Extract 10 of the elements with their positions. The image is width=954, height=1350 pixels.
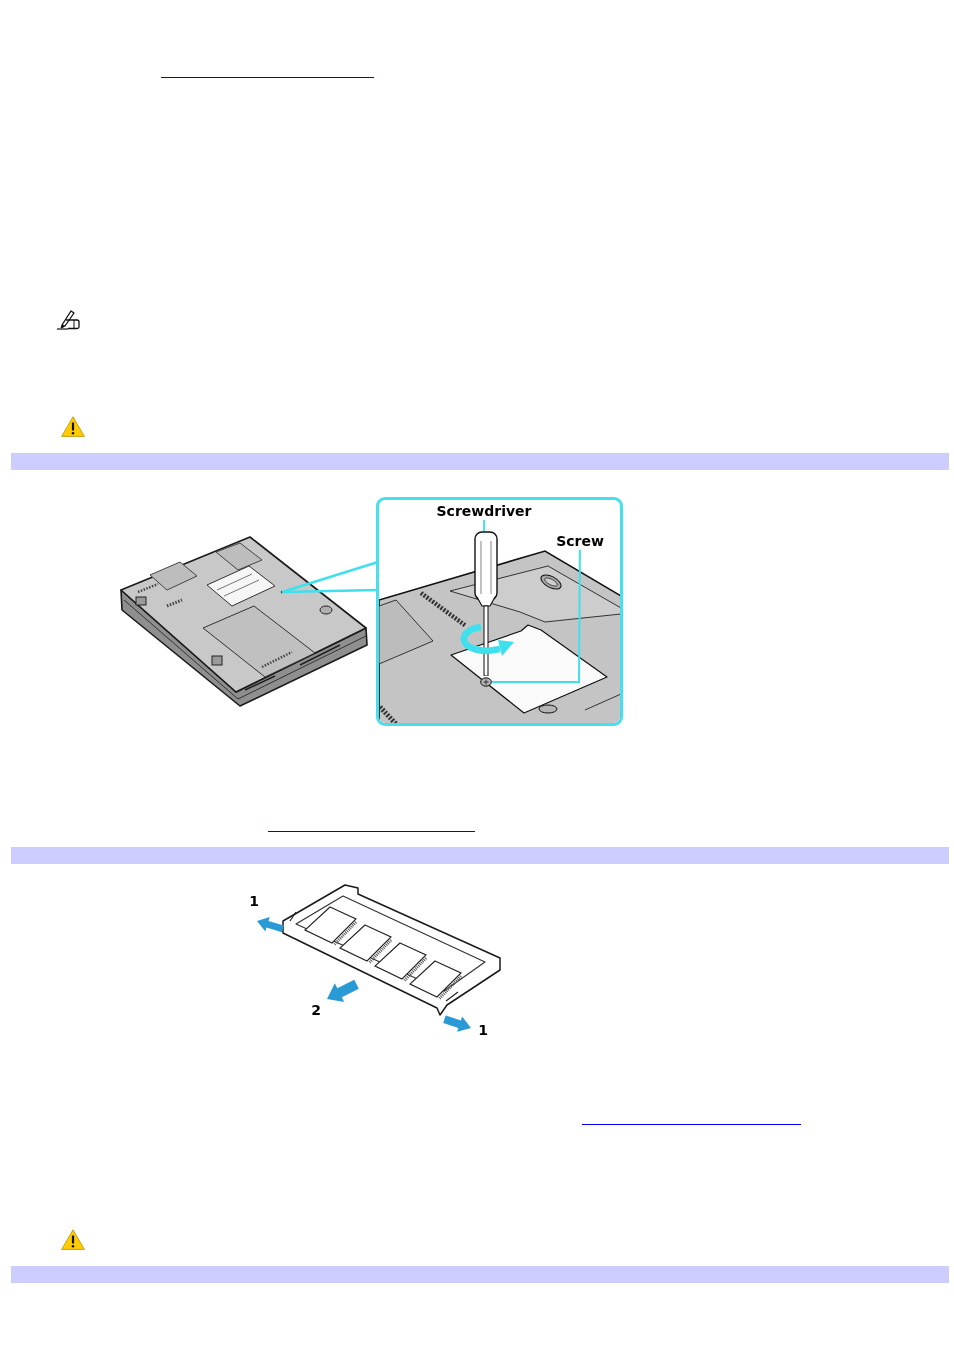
section-divider-bar (11, 453, 949, 470)
leader-line (483, 519, 486, 532)
section-divider-bar (11, 1266, 949, 1283)
screw (480, 677, 492, 687)
section-divider-bar (11, 847, 949, 864)
part-label: Screwdriver (432, 502, 536, 520)
callout-number: 1 (477, 1022, 489, 1039)
callout-number: 2 (310, 1002, 322, 1019)
part-label: Screw (553, 532, 607, 550)
callout-number: 1 (248, 893, 260, 910)
